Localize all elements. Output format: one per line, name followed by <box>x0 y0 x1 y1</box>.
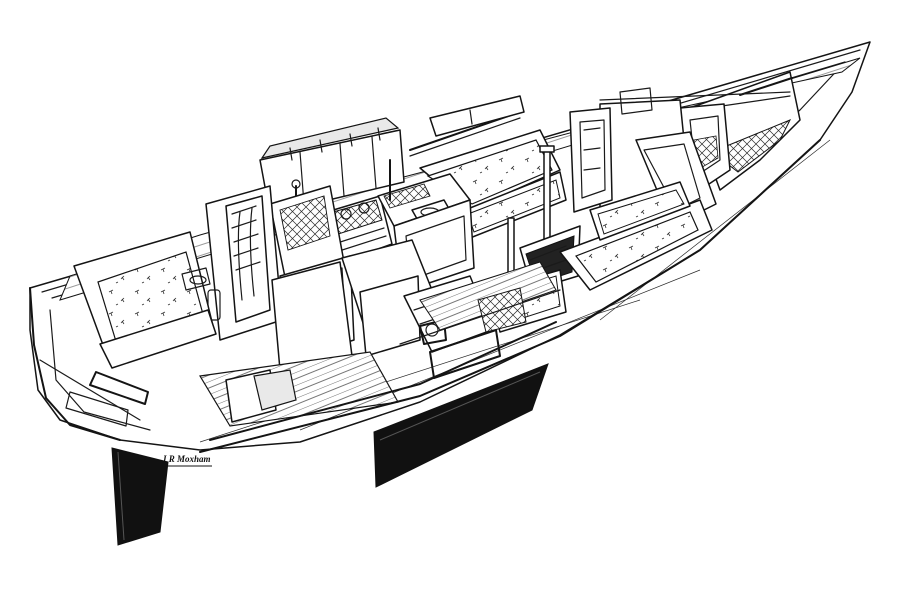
artist-signature: J R Moxham <box>161 454 211 464</box>
aft-bulkhead <box>205 185 283 341</box>
cockpit-seat <box>225 369 297 423</box>
cutaway-edge <box>199 139 821 453</box>
quarter-berth <box>73 231 217 369</box>
forecabin <box>599 71 801 191</box>
keel <box>373 363 549 488</box>
rudder <box>111 447 169 546</box>
galley <box>259 117 475 293</box>
